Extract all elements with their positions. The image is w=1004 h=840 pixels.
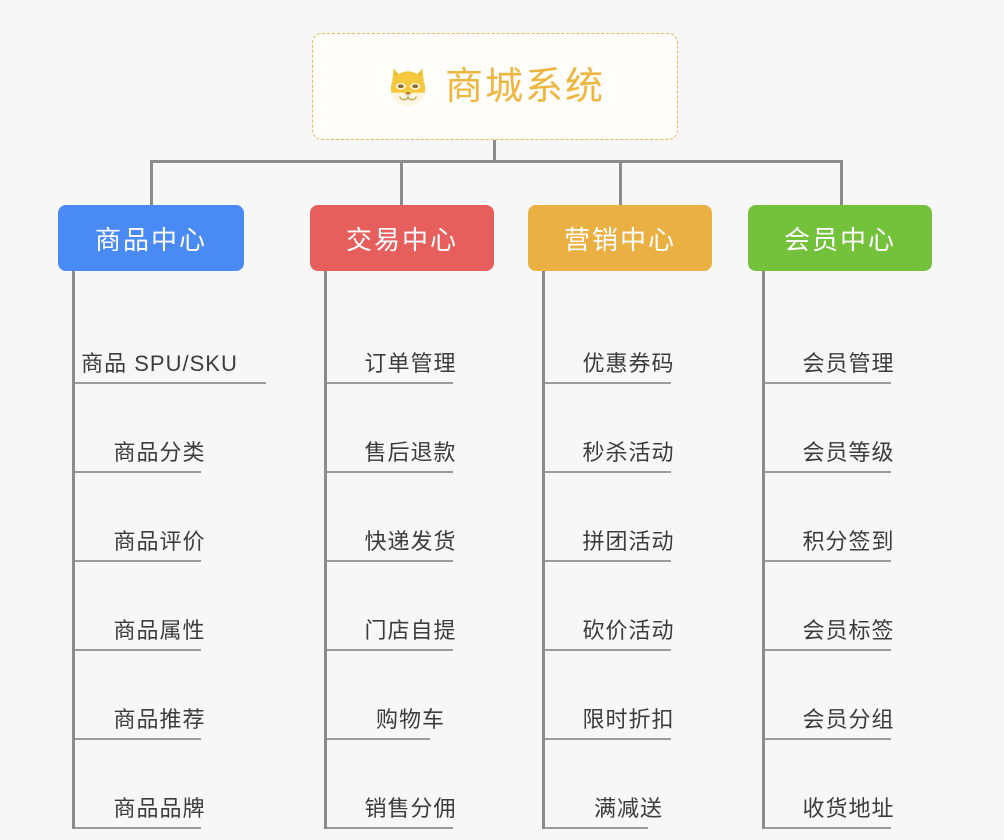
list-item-label: 商品评价 <box>113 529 206 554</box>
list-item-label: 砍价活动 <box>582 618 675 643</box>
list-item-rule <box>545 382 671 384</box>
list-item-label: 快递发货 <box>364 529 457 554</box>
list-item-label: 满减送 <box>593 796 663 821</box>
connector-drop-column-2 <box>400 160 403 205</box>
list-item-label: 拼团活动 <box>582 529 675 554</box>
list-item-label: 门店自提 <box>364 618 457 643</box>
list-item[interactable]: 销售分佣 <box>327 740 494 829</box>
list-item[interactable]: 会员管理 <box>765 295 932 384</box>
list-item-label: 优惠券码 <box>582 351 675 376</box>
list-item-rule <box>327 560 453 562</box>
list-item[interactable]: 优惠券码 <box>545 295 712 384</box>
column-header-label: 商品中心 <box>94 224 207 255</box>
list-item[interactable]: 购物车 <box>327 651 494 740</box>
list-item-rule <box>765 738 891 740</box>
list-item-rule <box>75 827 201 829</box>
list-item[interactable]: 会员等级 <box>765 384 932 473</box>
shiba-dog-icon <box>390 67 426 106</box>
list-item-label: 积分签到 <box>802 529 895 554</box>
column-header-marketing-center[interactable]: 营销中心 <box>528 205 712 271</box>
list-item[interactable]: 满减送 <box>545 740 712 829</box>
list-item[interactable]: 售后退款 <box>327 384 494 473</box>
list-item-label: 商品品牌 <box>113 796 206 821</box>
list-item[interactable]: 门店自提 <box>327 562 494 651</box>
column-items-marketing-center: 优惠券码 秒杀活动 拼团活动 砍价活动 限时折扣 满减送 <box>542 271 712 829</box>
list-item-label: 销售分佣 <box>364 796 457 821</box>
list-item-label: 收货地址 <box>802 796 895 821</box>
list-item[interactable]: 收货地址 <box>765 740 932 829</box>
list-item-label: 商品属性 <box>113 618 206 643</box>
connector-drop-column-3 <box>619 160 622 205</box>
column-marketing-center: 营销中心 优惠券码 秒杀活动 拼团活动 砍价活动 限时折扣 <box>528 205 712 829</box>
list-item[interactable]: 商品推荐 <box>75 651 244 740</box>
list-item-rule <box>765 827 891 829</box>
column-member-center: 会员中心 会员管理 会员等级 积分签到 会员标签 会员分组 <box>748 205 932 829</box>
list-item-rule <box>75 471 201 473</box>
list-item[interactable]: 商品品牌 <box>75 740 244 829</box>
column-items-member-center: 会员管理 会员等级 积分签到 会员标签 会员分组 收货地址 <box>762 271 932 829</box>
list-item-label: 售后退款 <box>364 440 457 465</box>
list-item[interactable]: 商品评价 <box>75 473 244 562</box>
list-item-rule <box>545 738 671 740</box>
list-item-label: 会员等级 <box>802 440 895 465</box>
root-node-title: 商城系统 <box>444 65 605 108</box>
list-item-rule <box>545 471 671 473</box>
list-item[interactable]: 积分签到 <box>765 473 932 562</box>
list-item[interactable]: 砍价活动 <box>545 562 712 651</box>
list-item-rule <box>327 471 453 473</box>
list-item[interactable]: 会员分组 <box>765 651 932 740</box>
list-item-rule <box>75 738 201 740</box>
list-item[interactable]: 快递发货 <box>327 473 494 562</box>
column-items-trade-center: 订单管理 售后退款 快递发货 门店自提 购物车 销售分佣 <box>324 271 494 829</box>
list-item-rule <box>75 560 201 562</box>
connector-horizontal-bus <box>150 160 843 163</box>
connector-drop-column-1 <box>150 160 153 205</box>
column-header-product-center[interactable]: 商品中心 <box>58 205 244 271</box>
column-header-member-center[interactable]: 会员中心 <box>748 205 932 271</box>
column-product-center: 商品中心 商品 SPU/SKU 商品分类 商品评价 商品属性 商品推荐 <box>58 205 266 829</box>
list-item-rule <box>327 738 430 740</box>
column-header-label: 会员中心 <box>783 224 896 255</box>
list-item[interactable]: 拼团活动 <box>545 473 712 562</box>
list-item-label: 秒杀活动 <box>582 440 675 465</box>
list-item[interactable]: 订单管理 <box>327 295 494 384</box>
list-item-rule <box>765 471 891 473</box>
list-item-rule <box>765 560 891 562</box>
list-item-rule <box>545 560 671 562</box>
column-items-product-center: 商品 SPU/SKU 商品分类 商品评价 商品属性 商品推荐 商品品牌 <box>72 271 266 829</box>
list-item-rule <box>75 649 201 651</box>
list-item[interactable]: 商品属性 <box>75 562 244 651</box>
list-item[interactable]: 商品 SPU/SKU <box>75 295 266 384</box>
list-item-label: 限时折扣 <box>582 707 675 732</box>
list-item-label: 商品推荐 <box>113 707 206 732</box>
root-node-mall-system[interactable]: 商城系统 <box>312 33 678 140</box>
list-item-rule <box>327 382 453 384</box>
connector-root-stem <box>493 140 496 162</box>
column-header-trade-center[interactable]: 交易中心 <box>310 205 494 271</box>
list-item[interactable]: 会员标签 <box>765 562 932 651</box>
list-item-rule <box>75 382 266 384</box>
list-item-label: 会员管理 <box>802 351 895 376</box>
column-header-label: 营销中心 <box>563 224 676 255</box>
list-item-label: 商品 SPU/SKU <box>81 351 238 376</box>
connector-drop-column-4 <box>840 160 843 205</box>
list-item-rule <box>545 649 671 651</box>
list-item[interactable]: 商品分类 <box>75 384 244 473</box>
list-item-rule <box>327 827 453 829</box>
list-item-rule <box>545 827 648 829</box>
list-item-label: 购物车 <box>375 707 445 732</box>
list-item[interactable]: 限时折扣 <box>545 651 712 740</box>
list-item-rule <box>765 649 891 651</box>
list-item-label: 订单管理 <box>364 351 457 376</box>
list-item-rule <box>765 382 891 384</box>
list-item-rule <box>327 649 453 651</box>
list-item-label: 商品分类 <box>113 440 206 465</box>
column-trade-center: 交易中心 订单管理 售后退款 快递发货 门店自提 购物车 <box>310 205 494 829</box>
list-item-label: 会员分组 <box>802 707 895 732</box>
column-header-label: 交易中心 <box>345 224 458 255</box>
list-item-label: 会员标签 <box>802 618 895 643</box>
list-item[interactable]: 秒杀活动 <box>545 384 712 473</box>
